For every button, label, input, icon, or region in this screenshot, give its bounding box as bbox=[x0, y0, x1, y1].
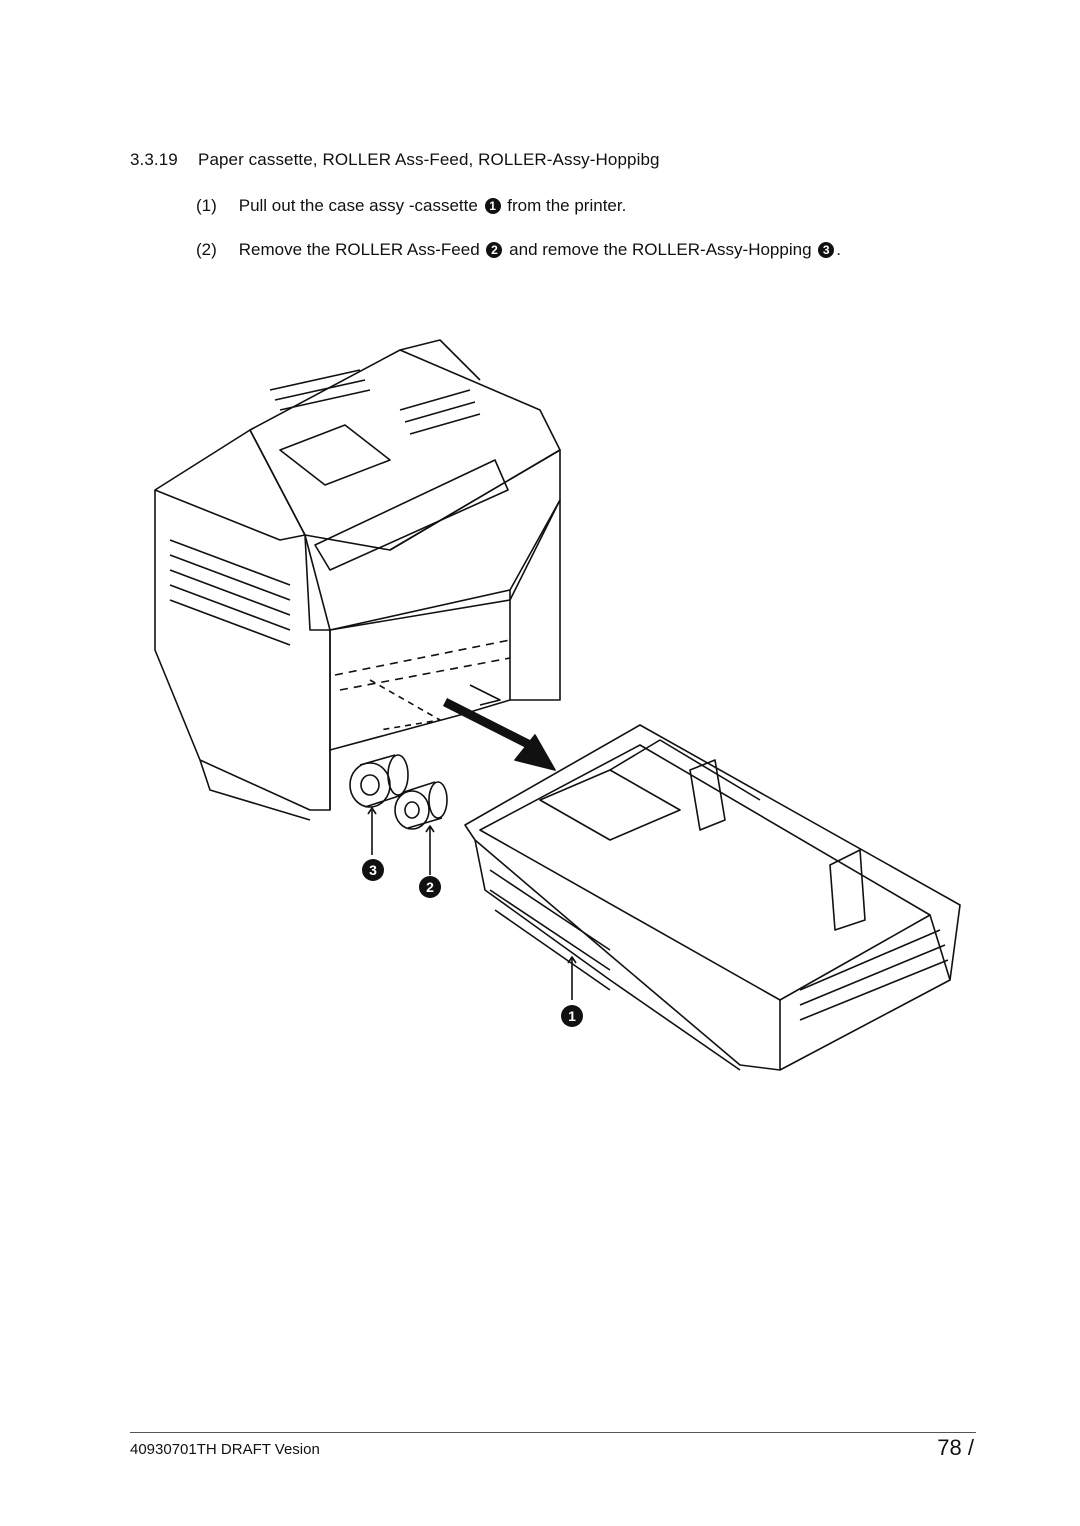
printer-cassette-illustration: 3 2 1 bbox=[154, 339, 961, 1071]
section-heading: 3.3.19 Paper cassette, ROLLER Ass-Feed, R… bbox=[130, 150, 660, 170]
section-title: Paper cassette, ROLLER Ass-Feed, ROLLER-… bbox=[198, 150, 660, 169]
pull-out-arrow bbox=[442, 697, 556, 771]
leader-arrow-3 bbox=[367, 807, 377, 815]
step-text-after: . bbox=[836, 240, 841, 259]
callout-badge-2: 2 bbox=[486, 242, 503, 258]
step-text: Remove the ROLLER Ass-Feed bbox=[238, 240, 480, 259]
footer-divider bbox=[130, 1432, 976, 1433]
step-text-after: from the printer. bbox=[507, 196, 627, 215]
callout-badge-3: 3 bbox=[818, 242, 835, 258]
callout-2: 2 bbox=[419, 876, 441, 898]
callout-label-1: 1 bbox=[568, 1008, 576, 1024]
leader-arrow-2 bbox=[425, 825, 435, 833]
footer-doc-id: 40930701TH DRAFT Vesion bbox=[130, 1441, 320, 1458]
page-number: 78 / bbox=[937, 1435, 974, 1460]
callout-3: 3 bbox=[362, 859, 384, 881]
step-text-middle: and remove the ROLLER-Assy-Hopping bbox=[509, 240, 812, 259]
callout-badge-1: 1 bbox=[484, 198, 501, 214]
section-number: 3.3.19 bbox=[130, 150, 178, 169]
step-1: (1) Pull out the case assy -cassette 1 f… bbox=[196, 196, 626, 216]
callout-label-3: 3 bbox=[369, 862, 377, 878]
step-index: (2) bbox=[196, 240, 217, 259]
printer-body bbox=[154, 339, 561, 821]
step-index: (1) bbox=[196, 196, 217, 215]
step-2: (2) Remove the ROLLER Ass-Feed 2 and rem… bbox=[196, 240, 841, 260]
feed-roller bbox=[394, 781, 448, 830]
callout-1: 1 bbox=[561, 1005, 583, 1027]
hopping-roller bbox=[349, 754, 409, 808]
paper-cassette bbox=[464, 724, 961, 1071]
step-text: Pull out the case assy -cassette bbox=[238, 196, 478, 215]
callout-label-2: 2 bbox=[426, 879, 434, 895]
leader-arrow-1 bbox=[567, 956, 577, 964]
